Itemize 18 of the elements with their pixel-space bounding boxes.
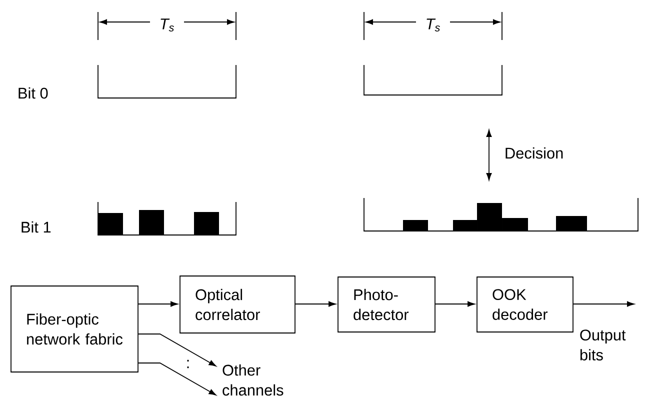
text-label: Decision — [506, 147, 563, 159]
text-label: : — [187, 360, 189, 368]
text-label: T$_{s}$ — [160, 18, 174, 32]
arrow — [435, 301, 475, 307]
arrow — [295, 301, 336, 307]
arrow — [573, 301, 634, 307]
edge-label: Output bits — [580, 330, 626, 360]
text-label: Other channels — [222, 364, 284, 396]
arrow — [138, 362, 216, 396]
arrow — [138, 334, 216, 366]
process-box: Fiber-optic network fabric — [10, 286, 138, 372]
text-label: Bit 0 — [18, 87, 48, 99]
process-box: OOK decoder — [476, 276, 574, 332]
process-box: Optical correlator — [180, 276, 296, 334]
text-label: Bit 1 — [22, 221, 51, 233]
arrow — [138, 301, 178, 307]
process-box: Photo- detector — [338, 276, 436, 332]
text-label: T$_{s}$ — [426, 18, 440, 32]
